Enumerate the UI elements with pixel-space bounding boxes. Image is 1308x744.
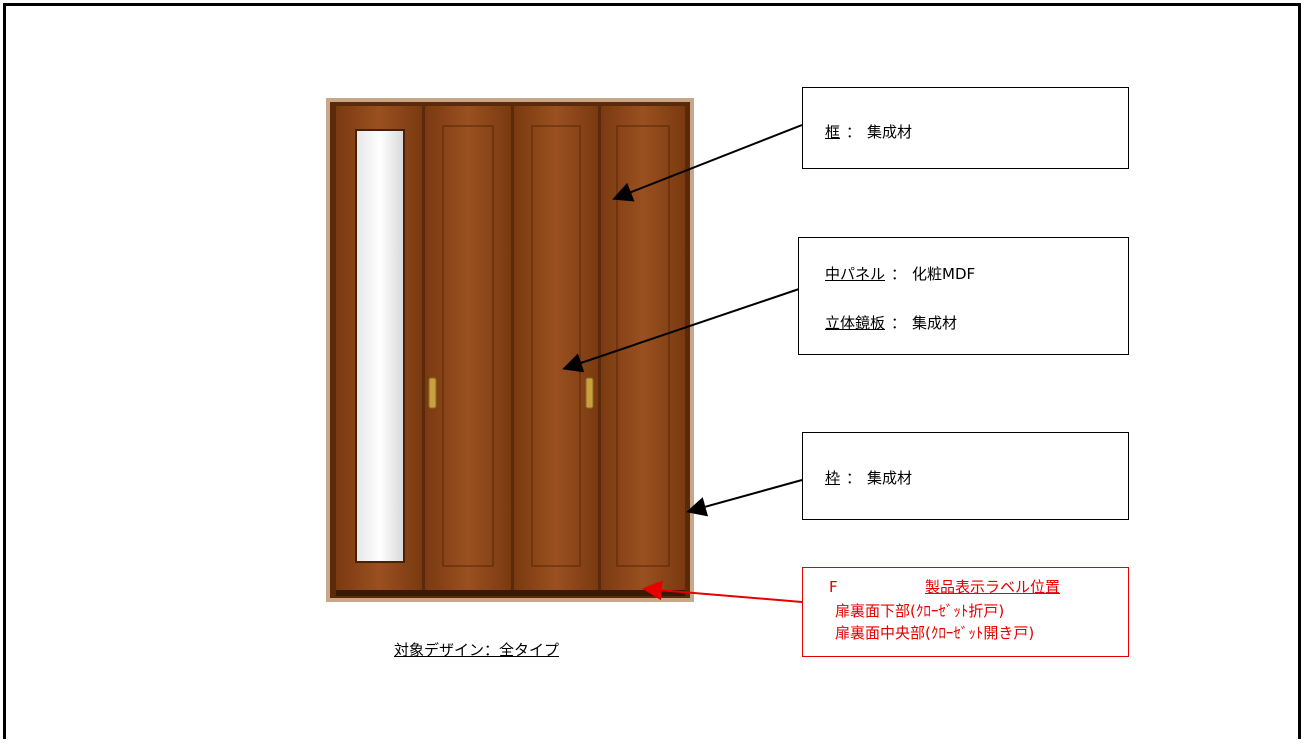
label-sep: ： xyxy=(891,265,907,283)
label-box-kamachi: 框 ： 集成材 xyxy=(802,87,1129,169)
label-term: 立体鏡板 xyxy=(825,314,886,332)
door-panel-4 xyxy=(601,106,685,590)
label-center-panel: 中パネル ： 化粧MDF xyxy=(803,263,975,284)
label-sep: ： xyxy=(846,469,862,487)
label-term: 枠 xyxy=(825,469,841,487)
product-label-box: F 製品表示ラベル位置 扉裏面下部(ｸﾛｰｾﾞｯﾄ折戸) 扉裏面中央部(ｸﾛｰｾﾞ… xyxy=(802,567,1129,657)
door-handle xyxy=(585,377,594,409)
label-sep: ： xyxy=(846,123,862,141)
label-material: 集成材 xyxy=(867,123,913,141)
product-label-line2: 扉裏面中央部(ｸﾛｰｾﾞｯﾄ開き戸) xyxy=(835,624,1035,642)
arrow-product-label xyxy=(642,580,803,603)
door-panel-glass xyxy=(336,106,422,590)
door-panel-3 xyxy=(514,106,598,590)
label-material: 化粧MDF xyxy=(912,265,976,283)
label-term: 框 xyxy=(825,123,841,141)
product-label-heading: F 製品表示ラベル位置 xyxy=(803,576,1060,597)
design-caption: 対象デザイン：全タイプ xyxy=(394,641,560,659)
label-box-waku: 枠 ： 集成材 xyxy=(802,432,1129,520)
arrow-center-panel xyxy=(562,287,803,373)
product-label-code: F xyxy=(829,578,838,596)
label-term: 中パネル xyxy=(825,265,886,283)
arrow-frame-waku xyxy=(686,479,803,517)
page-border xyxy=(3,3,1301,739)
product-label-title: 製品表示ラベル位置 xyxy=(925,578,1061,596)
arrow-frame-kamachi xyxy=(612,124,803,202)
label-waku: 枠 ： 集成材 xyxy=(803,467,912,488)
door-bottom-rail xyxy=(336,590,685,596)
door-panel-2 xyxy=(425,106,511,590)
label-sep: ： xyxy=(891,314,907,332)
label-material: 集成材 xyxy=(912,314,958,332)
label-material: 集成材 xyxy=(867,469,913,487)
label-box-panels: 中パネル ： 化粧MDF 立体鏡板 ： 集成材 xyxy=(798,237,1129,355)
product-label-line1: 扉裏面下部(ｸﾛｰｾﾞｯﾄ折戸) xyxy=(835,602,1005,620)
label-kamachi: 框 ： 集成材 xyxy=(803,121,912,142)
door-handle xyxy=(428,377,437,409)
label-relief-panel: 立体鏡板 ： 集成材 xyxy=(803,312,957,333)
